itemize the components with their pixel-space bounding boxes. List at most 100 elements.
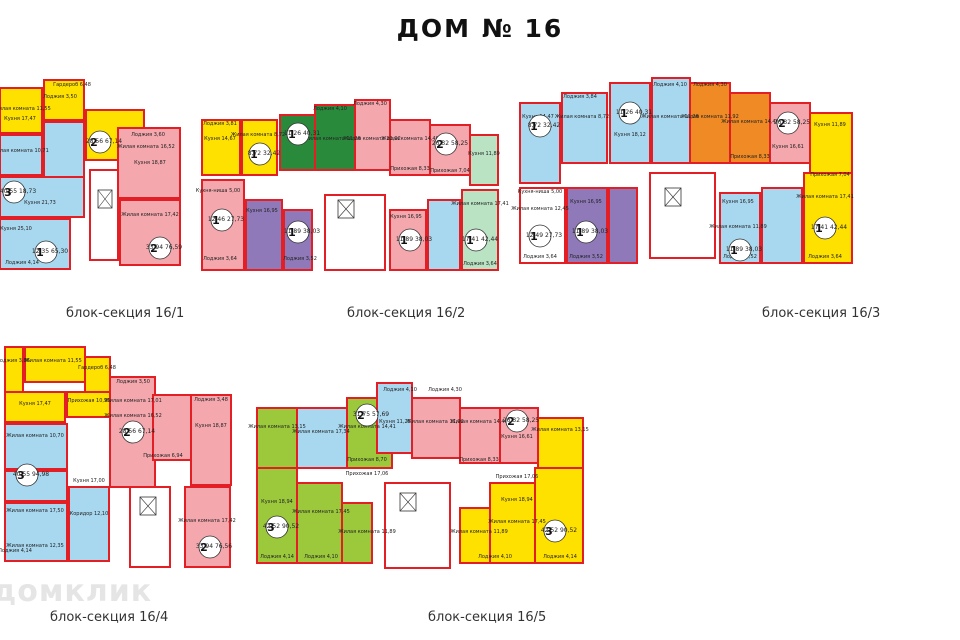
room-count: 1 (815, 222, 823, 235)
area-values: 33,94 76,56 (196, 543, 232, 550)
room-count: 2 (150, 242, 158, 255)
room-label: Жилая комната 14,40 (450, 419, 508, 425)
room-label: Кухня 17,00 (73, 478, 105, 484)
area-values: 40,55 94,98 (13, 471, 49, 478)
area-values: 40,55 18,73 (0, 188, 36, 195)
area-badge (198, 535, 222, 559)
room-label: Лоджия 3,64 (203, 256, 237, 262)
room-label: Жилая комната 17,01 (104, 398, 162, 404)
room-label: Прихожая 17,06 (496, 474, 539, 480)
area-values: 12,49 27,73 (526, 232, 562, 239)
room-label: Жилая комната 17,42 (121, 212, 179, 218)
caption-16-1: блок-секция 16/1 (66, 306, 185, 321)
room-label: Жилая комната 11,26 (303, 136, 361, 142)
area-badge (15, 463, 39, 487)
room-label: Лоджия 4,30 (693, 82, 727, 88)
room-count: 2 (507, 415, 515, 428)
room-label: Кухня 17,47 (19, 401, 51, 407)
room-label: Лоджия 4,10 (478, 554, 512, 560)
area-badge (434, 132, 458, 156)
watermark: домклик (0, 574, 153, 609)
room-label: Жилая комната 11,92 (343, 136, 401, 142)
room-label: Лоджия 4,14 (543, 554, 577, 560)
room-label: Прихожая 8,70 (347, 457, 387, 463)
area-badge (505, 409, 529, 433)
room-label: Кухня 16,95 (390, 214, 422, 220)
room-label: Жилая комната 14,41 (338, 424, 396, 430)
room-label: Жилая комната 11,55 (24, 358, 82, 364)
room-label: Лоджия 3,64 (463, 261, 497, 267)
room-label: Жилая комната 11,89 (338, 529, 396, 535)
room-label: Жилая комната 11,89 (709, 224, 767, 230)
room-label: Лоджия 4,10 (304, 554, 338, 560)
area-badge (464, 228, 488, 252)
room-label: Лоджия 3,86 (0, 358, 30, 364)
room-count: 3 (545, 525, 553, 538)
room-label: Жилая комната 11,89 (450, 529, 508, 535)
area-badge (543, 519, 567, 543)
room-label: Лоджия 4,14 (260, 554, 294, 560)
room-label: Жилая комната 16,52 (104, 413, 162, 419)
area-values: 17,41 42,44 (811, 224, 847, 231)
room-label: Кухня 18,94 (261, 499, 293, 505)
room-label: Лоджия 3,64 (808, 254, 842, 260)
room-label: Лоджия 3,52 (283, 256, 317, 262)
area-values: 31,75 57,69 (353, 411, 389, 418)
room-label: Лоджия 3,81 (203, 121, 237, 127)
room-label: Кухня 16,95 (722, 199, 754, 205)
area-badge (776, 111, 800, 135)
room-label: Жилая комната 17,41 (451, 201, 509, 207)
room-label: Жилая комната 12,35 (6, 543, 64, 549)
room-label: Жилая комната 17,45 (488, 519, 546, 525)
room-label: Жилая комната 14,40 (721, 119, 779, 125)
room-count: 1 (288, 128, 296, 141)
area-badge (728, 238, 752, 262)
area-badge (286, 220, 310, 244)
room-label: Жилая комната 12,45 (511, 206, 569, 212)
room-count: 2 (90, 136, 98, 149)
room-label: Лоджия 3,84 (563, 94, 597, 100)
room-label: Кухня 18,94 (501, 497, 533, 503)
room-label: Лоджия 4,30 (428, 387, 462, 393)
room-label: Лоджия 3,64 (523, 254, 557, 260)
room-label: Жилая комната 10,70 (6, 433, 64, 439)
room-count: 1 (466, 234, 474, 247)
area-badge (286, 122, 310, 146)
area-values: 26,32 58,25 (503, 417, 539, 424)
room-label: Кухня 16,61 (772, 144, 804, 150)
room-label: Кухня 17,47 (4, 116, 36, 122)
area-badge (88, 130, 112, 154)
room-label: Жилая комната 17,45 (292, 509, 350, 515)
room-label: Жилая комната 11,92 (406, 419, 464, 425)
area-badge (528, 224, 552, 248)
room-label: Лоджия 4,10 (653, 82, 687, 88)
room-count: 1 (530, 120, 538, 133)
room-label: Кухня 16,95 (570, 199, 602, 205)
room-label: Жилая комната 13,15 (531, 427, 589, 433)
area-values: 8,72 32,42 (248, 150, 281, 157)
room-label: Лоджия 4,30 (353, 101, 387, 107)
area-values: 11,89 38,03 (396, 236, 432, 243)
room-label: Лоджия 4,10 (313, 106, 347, 112)
room-label: Прихожая 7,04 (430, 168, 470, 174)
area-values: 17,41 42,44 (462, 236, 498, 243)
room-label: Жилая комната 8,72 (231, 132, 285, 138)
room-label: Жилая комната 11,55 (0, 106, 51, 112)
room-count: 1 (250, 148, 258, 161)
room-label: Жилая комната 11,92 (681, 114, 739, 120)
caption-16-2: блок-секция 16/2 (347, 306, 466, 321)
room-count: 1 (288, 226, 296, 239)
area-values: 42,52 90,52 (263, 523, 299, 530)
room-count: 2 (357, 409, 365, 422)
room-label: Жилая комната 17,34 (292, 429, 350, 435)
room-label: Кухня 11,89 (468, 151, 500, 157)
room-label: Прихожая 7,04 (810, 172, 850, 178)
area-badge (813, 216, 837, 240)
room-label: Прихожая 8,33 (390, 166, 430, 172)
area-badge (355, 403, 379, 427)
area-values: 11,89 38,03 (284, 228, 320, 235)
